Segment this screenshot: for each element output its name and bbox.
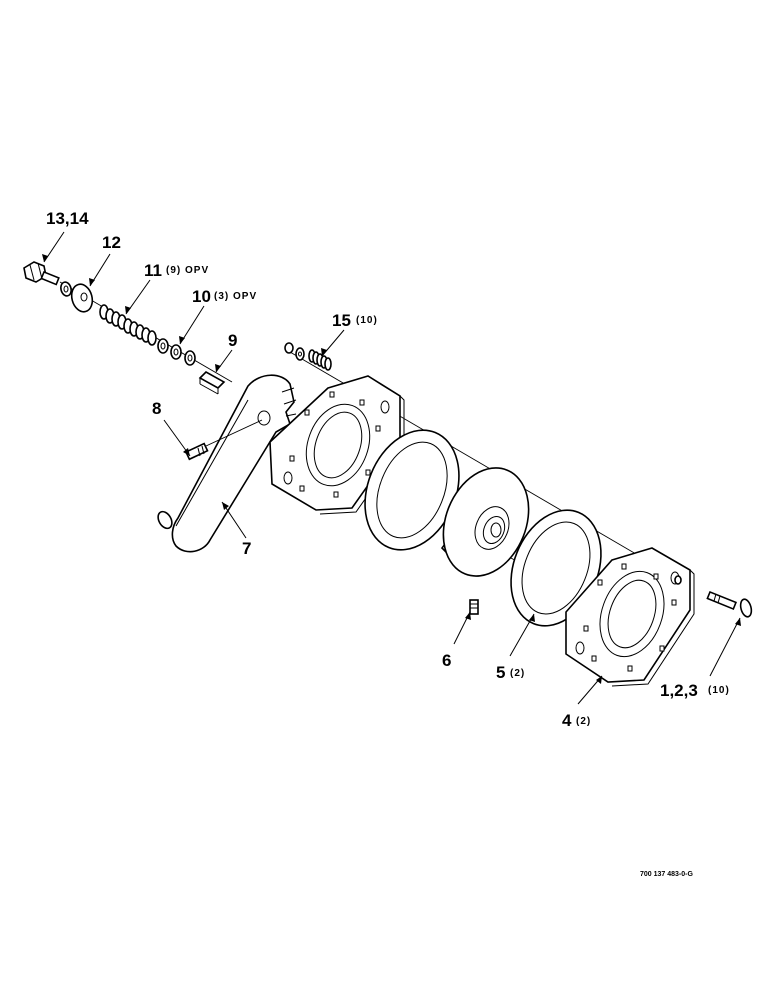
label-1-2-3: 1,2,3 [660, 681, 698, 700]
label-5-note: (2) [510, 668, 525, 679]
label-5: 5 [496, 663, 505, 682]
label-10: 10 [192, 287, 211, 306]
label-12: 12 [102, 233, 121, 252]
leader-lines [42, 231, 741, 705]
washers-part-10 [157, 338, 196, 366]
spring-bolt-part-15 [284, 342, 332, 371]
plate-part-4-right [565, 547, 695, 687]
friction-disc-part-5-left [364, 429, 460, 551]
label-6: 6 [442, 651, 451, 670]
washer-small-13 [60, 281, 72, 297]
bolt-part-13-14 [23, 261, 60, 286]
hub-disc-part-6 [440, 467, 530, 615]
setscrew-part-8 [184, 419, 263, 461]
label-11: 11 [144, 261, 162, 280]
label-4-note: (2) [576, 716, 591, 727]
bolt-part-1-2-3 [674, 575, 753, 618]
part-labels: 13,14 12 11 (9) OPV 10 (3) OPV 9 15 (10)… [46, 209, 730, 730]
key-part-9 [198, 371, 226, 395]
label-13-14: 13,14 [46, 209, 89, 228]
label-10-note: (3) OPV [214, 291, 257, 302]
spring-part-11 [99, 304, 157, 346]
plate-part-4-left [269, 375, 405, 515]
label-7: 7 [242, 539, 251, 558]
label-15: 15 [332, 311, 351, 330]
drawing-number: 700 137 483-0-G [640, 871, 693, 878]
label-9: 9 [228, 331, 237, 350]
label-1-2-3-note: (10) [708, 685, 730, 696]
washer-part-12 [70, 283, 94, 313]
label-8: 8 [152, 399, 161, 418]
label-11-note: (9) OPV [166, 265, 209, 276]
arm-part-7 [157, 374, 297, 553]
label-15-note: (10) [356, 315, 378, 326]
label-4: 4 [562, 711, 572, 730]
